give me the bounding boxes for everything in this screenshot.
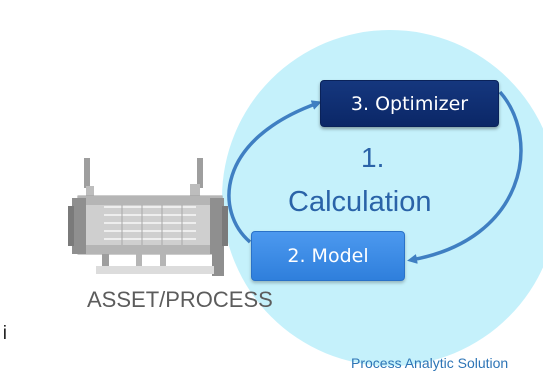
heat-exchanger-icon bbox=[68, 158, 228, 276]
model-box: 2. Model bbox=[251, 231, 405, 281]
optimizer-box: 3. Optimizer bbox=[320, 80, 499, 127]
arrow-model-to-optimizer bbox=[227, 100, 322, 244]
calculation-label: Calculation bbox=[288, 186, 432, 218]
clipped-edge-text: e i bbox=[0, 323, 7, 344]
asset-process-label: ASSET/PROCESS bbox=[87, 287, 273, 312]
calculation-number: 1. bbox=[361, 142, 385, 173]
optimizer-label: 3. Optimizer bbox=[350, 92, 469, 115]
process-analytic-solution-label: Process Analytic Solution bbox=[351, 355, 509, 371]
model-label: 2. Model bbox=[287, 245, 369, 267]
arrow-optimizer-to-model bbox=[407, 90, 523, 264]
